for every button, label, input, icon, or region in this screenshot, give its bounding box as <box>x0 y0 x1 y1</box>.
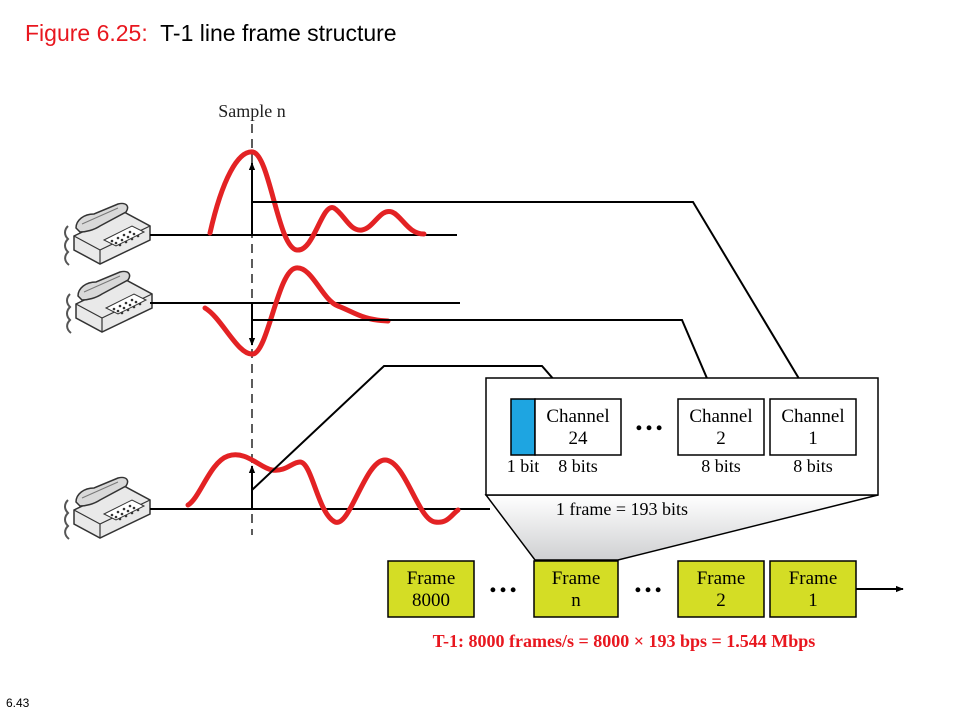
frame-1-name: Frame <box>789 568 838 589</box>
page-number: 6.43 <box>6 696 30 710</box>
channel-1-bits: 8 bits <box>793 456 833 476</box>
frame-8000-name: Frame <box>407 568 456 589</box>
channel-2-number: 2 <box>716 428 726 449</box>
channel-1-name: Channel <box>781 406 844 427</box>
slide-title: Figure 6.25: T-1 line frame structure <box>25 20 397 47</box>
telephone-icon <box>64 476 151 540</box>
frame-n-number: n <box>571 590 581 611</box>
map-arrow-channel-2 <box>252 319 716 398</box>
channel-24-number: 24 <box>569 428 589 449</box>
framing-bit-label: 1 bit <box>507 456 540 476</box>
signal-wave-2 <box>202 265 391 357</box>
frame-8000-number: 8000 <box>412 590 450 611</box>
signal-wave-1 <box>207 149 427 253</box>
channel-1-cell <box>769 398 857 456</box>
rate-formula: T-1: 8000 frames/s = 8000 × 193 bps = 1.… <box>433 631 816 651</box>
frame-8000-box <box>387 560 475 618</box>
channel-24-name: Channel <box>546 406 609 427</box>
frame-ellipsis-right: … <box>633 566 663 599</box>
telephone-icon <box>66 270 153 334</box>
frame-n-name: Frame <box>552 568 601 589</box>
frame-2-name: Frame <box>697 568 746 589</box>
map-arrow-channel-1 <box>252 201 811 398</box>
frame-2-box <box>677 560 765 618</box>
frame-2-number: 2 <box>716 590 726 611</box>
telephone-icon <box>64 202 151 266</box>
figure-label: Figure 6.25: <box>25 20 148 46</box>
signal-wave-3 <box>185 452 461 525</box>
frame-1-number: 1 <box>808 590 818 611</box>
figure-title: T-1 line frame structure <box>160 20 397 46</box>
sample-label: Sample n <box>218 101 286 121</box>
channel-2-bits: 8 bits <box>701 456 741 476</box>
framing-bit-cell <box>510 398 536 456</box>
channel-24-bits: 8 bits <box>558 456 598 476</box>
channel-2-cell <box>677 398 765 456</box>
channel-ellipsis: … <box>634 404 664 437</box>
frame-size-label: 1 frame = 193 bits <box>556 499 688 519</box>
frame-ellipsis-left: … <box>488 566 518 599</box>
channel-1-number: 1 <box>808 428 818 449</box>
channel-24-cell <box>534 398 622 456</box>
channel-2-name: Channel <box>689 406 752 427</box>
frame-1-box <box>769 560 857 618</box>
frame-n-box <box>533 560 619 618</box>
